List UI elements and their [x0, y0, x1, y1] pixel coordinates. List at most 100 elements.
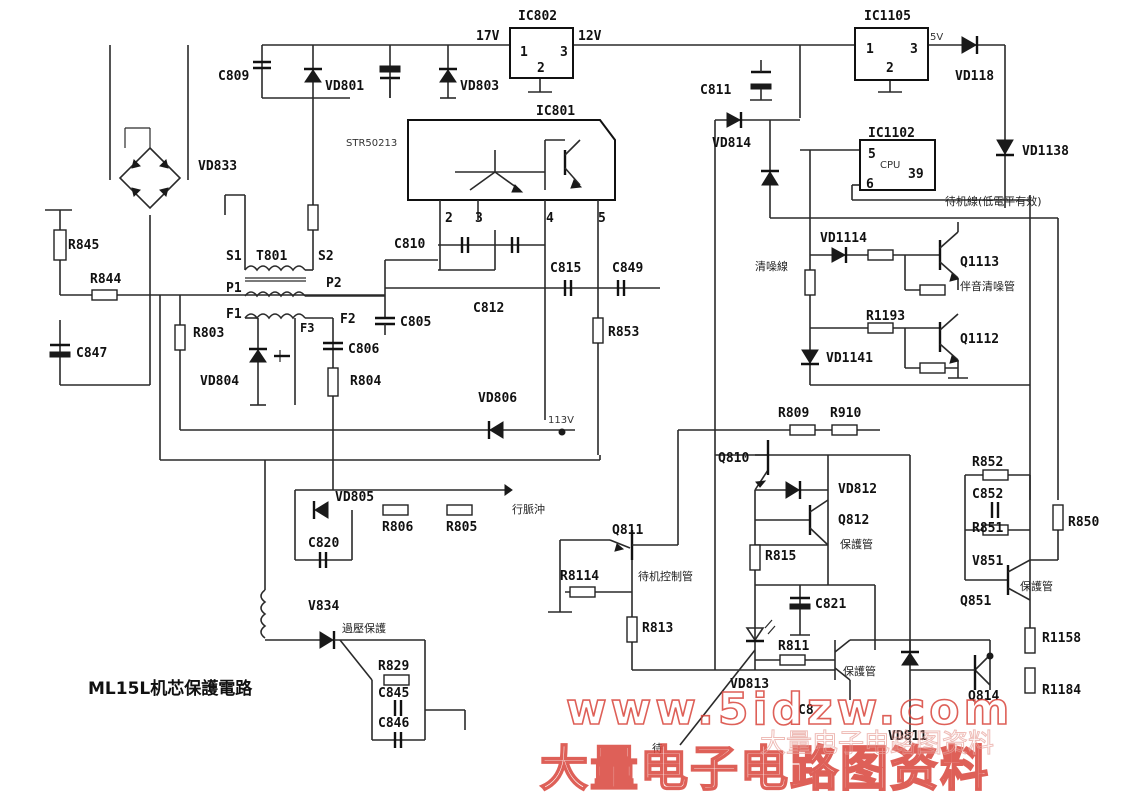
- r806-resistor: [382, 504, 409, 516]
- r829-resistor: [383, 674, 410, 686]
- diagram-title: ML15L机芯保護電路: [88, 678, 253, 699]
- vd1114-resistor: [867, 249, 894, 261]
- vd801-label: VD801: [325, 79, 364, 94]
- ic801-pin5: 5: [598, 211, 606, 226]
- r845-label: R845: [68, 238, 99, 253]
- f2-label: F2: [340, 312, 356, 327]
- vd833-label: VD833: [198, 159, 237, 174]
- watermark-faint: 大量电子电路图资料: [760, 729, 994, 759]
- r844-label: R844: [90, 272, 121, 287]
- mute-line-note: 清噪線: [755, 259, 788, 273]
- 113v-label: 113V: [548, 415, 574, 426]
- ic1105-vout: 5V: [930, 32, 943, 43]
- r815-label: R815: [765, 549, 796, 564]
- ic801-pin4: 4: [546, 211, 554, 226]
- ic802-pin1: 1: [520, 45, 528, 60]
- q851-block-wires: [910, 474, 1059, 690]
- standby-line-note: 待机線(低電平有效): [945, 194, 1042, 208]
- q811-transistor: [548, 429, 880, 671]
- ic1102-pin6: 6: [866, 177, 874, 192]
- r852-resistor: [982, 469, 1009, 481]
- ic1105-box: [854, 27, 929, 81]
- ic1102-box: [859, 139, 936, 191]
- overvolt-note: 過壓保護: [342, 621, 386, 635]
- ic1102-label: IC1102: [868, 126, 915, 141]
- r811-label: R811: [778, 639, 809, 654]
- r1184-resistor: [1024, 667, 1036, 694]
- c845-capacitor: [393, 700, 403, 716]
- vd806-label: VD806: [478, 391, 517, 406]
- vd812-diode: [785, 481, 802, 499]
- c847-capacitor: [49, 343, 71, 358]
- vd803-label: VD803: [460, 79, 499, 94]
- ic801-package: [385, 119, 660, 455]
- r803-resistor: [174, 324, 186, 351]
- vd812-label: VD812: [838, 482, 877, 497]
- vd1141-diode: [801, 349, 819, 366]
- r1184-label: R1184: [1042, 683, 1081, 698]
- vd804-zener: [249, 347, 290, 406]
- vd801-resistor: [307, 204, 319, 231]
- c852-capacitor: [990, 502, 1000, 518]
- p1-label: P1: [226, 281, 242, 296]
- mute-tube-note: 伴音清噪管: [960, 279, 1015, 293]
- vd805-diode: [312, 501, 329, 519]
- vd833-bridge: [118, 127, 182, 210]
- vd814-diode: [726, 112, 743, 128]
- r853-resistor: [592, 317, 604, 344]
- r910-resistor: [831, 424, 858, 436]
- vd1141-label: VD1141: [826, 351, 873, 366]
- c845-label: C845: [378, 686, 409, 701]
- r1193-label: R1193: [866, 309, 905, 324]
- ic1102-cpu: CPU: [880, 160, 900, 171]
- r1158-resistor: [1024, 627, 1036, 654]
- vd803-zener: [439, 67, 457, 99]
- standby-ctrl-note: 待机控制管: [638, 569, 693, 583]
- r813-resistor: [626, 616, 638, 643]
- f3-label: F3: [300, 321, 314, 335]
- c809-label: C809: [218, 69, 249, 84]
- q1113-label: Q1113: [960, 255, 999, 270]
- r845-resistor: [53, 229, 67, 261]
- c815-capacitor: [563, 280, 573, 296]
- c820-capacitor: [318, 552, 328, 568]
- ic802-box: [509, 27, 574, 79]
- c821-capacitor: [789, 596, 811, 610]
- r813-label: R813: [642, 621, 673, 636]
- mute-line-resistor: [804, 269, 816, 296]
- r811-resistor: [779, 654, 806, 666]
- v851-label: V851: [972, 554, 1003, 569]
- c849-label: C849: [612, 261, 643, 276]
- ic1102-pin39: 39: [908, 167, 924, 182]
- r853-label: R853: [608, 325, 639, 340]
- vd805-label: VD805: [335, 490, 374, 505]
- r1193-resistor: [867, 322, 894, 334]
- ic801-pin2: 2: [445, 211, 453, 226]
- wait-note: 待: [652, 741, 663, 755]
- vd813-label: VD813: [730, 677, 769, 692]
- c846-label: C846: [378, 716, 409, 731]
- vd118-label: VD118: [955, 69, 994, 84]
- vd1114-diode: [831, 247, 848, 263]
- c8x-label: C8: [798, 703, 814, 718]
- c805-capacitor: [375, 316, 395, 335]
- mute-tube-resistor: [919, 284, 946, 296]
- vd1138-label: VD1138: [1022, 144, 1069, 159]
- vd813-led: [679, 619, 776, 746]
- vd811-zener: [901, 650, 919, 666]
- c805-label: C805: [400, 315, 431, 330]
- electrolytic-capacitor-1: [379, 65, 401, 98]
- r851-resistor: [982, 524, 1009, 536]
- q812-label: Q812: [838, 513, 869, 528]
- c810-label: C810: [394, 237, 425, 252]
- r850-label: R850: [1068, 515, 1099, 530]
- q851-label: Q851: [960, 594, 991, 609]
- vd811-label: VD811: [888, 729, 927, 744]
- protect-note-1: 保護管: [840, 537, 873, 551]
- r809-resistor: [789, 424, 816, 436]
- r803-label: R803: [193, 326, 224, 341]
- r829-label: R829: [378, 659, 409, 674]
- ic802-pin3: 3: [560, 45, 568, 60]
